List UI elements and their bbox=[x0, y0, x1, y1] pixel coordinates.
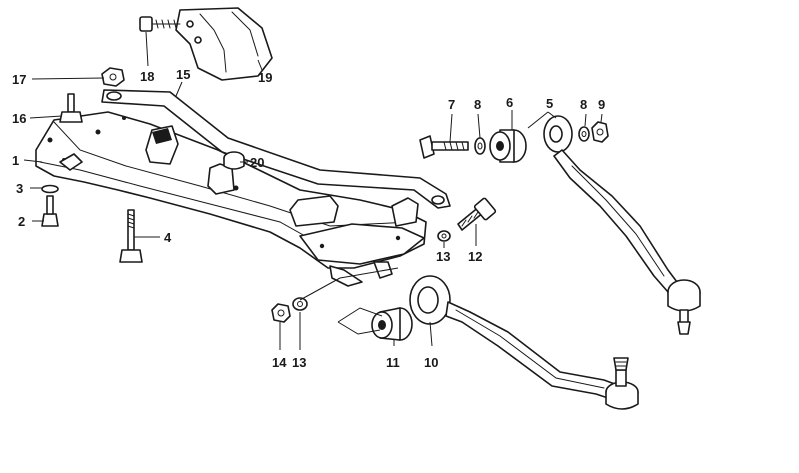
bolt-2 bbox=[41, 195, 59, 227]
bolt-7 bbox=[419, 135, 469, 159]
callout-labels: 1 2 3 4 5 6 7 8 8 9 10 11 12 13 13 14 15… bbox=[12, 67, 605, 370]
lower-control-arm bbox=[409, 275, 639, 410]
callout-1: 1 bbox=[12, 153, 19, 168]
callout-17: 17 bbox=[12, 72, 26, 87]
rubber-bushing-11 bbox=[371, 307, 413, 341]
tension-strut bbox=[543, 115, 701, 335]
callout-3: 3 bbox=[16, 181, 23, 196]
callout-14: 14 bbox=[272, 355, 287, 370]
callout-12: 12 bbox=[468, 249, 482, 264]
bolt-16 bbox=[59, 93, 83, 123]
callout-7: 7 bbox=[448, 97, 455, 112]
bolt-12 bbox=[457, 197, 497, 231]
washer-13-lower bbox=[292, 297, 308, 311]
callout-11: 11 bbox=[386, 355, 400, 370]
nut-14 bbox=[271, 303, 291, 323]
callout-5: 5 bbox=[546, 96, 553, 111]
washer-3 bbox=[41, 184, 59, 194]
washer-8-right bbox=[578, 126, 590, 142]
callout-13a: 13 bbox=[436, 249, 450, 264]
washer-8-left bbox=[474, 137, 486, 155]
bolt-4 bbox=[119, 209, 143, 263]
callout-16: 16 bbox=[12, 111, 26, 126]
callout-8b: 8 bbox=[580, 97, 587, 112]
brace-strut bbox=[101, 89, 451, 209]
callout-18: 18 bbox=[140, 69, 154, 84]
subframe-crossmember bbox=[35, 111, 427, 287]
callout-10: 10 bbox=[424, 355, 438, 370]
nut-17 bbox=[101, 67, 125, 87]
callout-2: 2 bbox=[18, 214, 25, 229]
rubber-buffer-20 bbox=[223, 151, 245, 170]
callout-9: 9 bbox=[598, 97, 605, 112]
washer-13-upper bbox=[437, 230, 451, 242]
callout-4: 4 bbox=[164, 230, 172, 245]
callout-15: 15 bbox=[176, 67, 190, 82]
callout-6: 6 bbox=[506, 95, 513, 110]
screw-18 bbox=[139, 16, 181, 32]
callout-13b: 13 bbox=[292, 355, 306, 370]
callout-19: 19 bbox=[258, 70, 272, 85]
callout-8a: 8 bbox=[474, 97, 481, 112]
heat-shield bbox=[175, 7, 273, 81]
nut-9 bbox=[591, 121, 609, 143]
rubber-bushing-6 bbox=[489, 129, 527, 163]
leader-lines bbox=[23, 31, 603, 350]
callout-20: 20 bbox=[250, 155, 264, 170]
